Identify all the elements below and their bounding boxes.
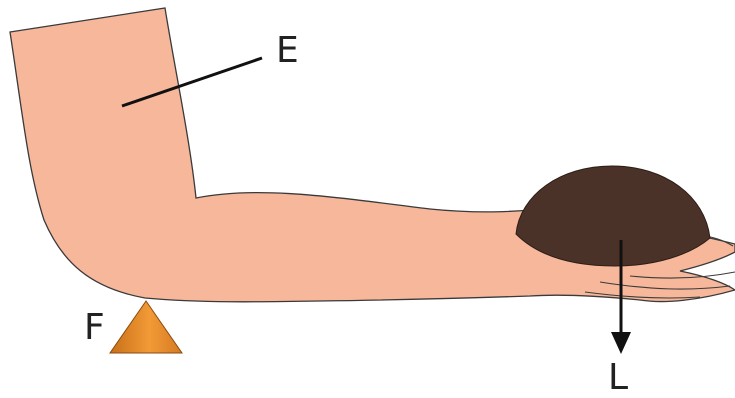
- fulcrum-triangle-icon: [110, 301, 182, 353]
- fulcrum-label: F: [84, 310, 105, 346]
- effort-label: E: [276, 33, 299, 69]
- ball-load: [516, 166, 710, 266]
- load-arrow-head: [611, 332, 631, 354]
- load-label: L: [608, 360, 628, 396]
